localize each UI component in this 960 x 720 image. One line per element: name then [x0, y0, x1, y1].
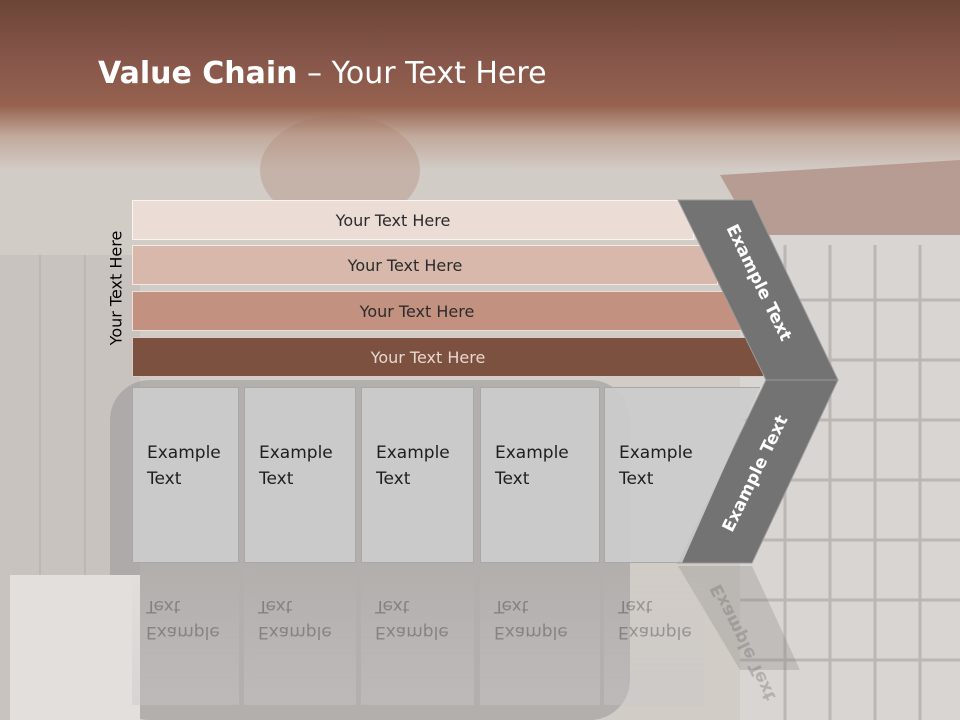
- reflection-line-1: Example: [618, 622, 692, 642]
- value-box-2: Example Text: [244, 387, 356, 563]
- value-box-4: Example Text: [480, 387, 600, 563]
- value-bar-3: Your Text Here: [132, 291, 742, 331]
- reflection-line-2: Text: [618, 596, 653, 616]
- value-box-3: Example Text: [361, 387, 474, 563]
- value-bar-label: Your Text Here: [359, 301, 475, 321]
- value-bar-label: Your Text Here: [347, 255, 463, 275]
- header-band: [0, 0, 960, 170]
- value-bar-2: Your Text Here: [132, 245, 718, 285]
- reflection-line-1: Example: [146, 622, 220, 642]
- box-line-1: Example: [147, 443, 221, 463]
- value-bar-4: Your Text Here: [132, 337, 764, 377]
- chevron-reflection: [678, 566, 800, 670]
- reflection-line-2: Text: [375, 596, 410, 616]
- box-reflection-4: Example Text: [480, 565, 600, 705]
- box-line-2: Text: [495, 469, 530, 489]
- box-line-2: Text: [619, 469, 654, 489]
- title-rest: – Your Text Here: [297, 56, 547, 91]
- title-bold: Value Chain: [98, 56, 298, 91]
- reflection-line-2: Text: [494, 596, 529, 616]
- box-line-1: Example: [495, 443, 569, 463]
- reflection-line-1: Example: [258, 622, 332, 642]
- box-reflection-3: Example Text: [361, 565, 474, 705]
- box-line-2: Text: [259, 469, 294, 489]
- box-line-2: Text: [147, 469, 182, 489]
- reflection-line-2: Text: [258, 596, 293, 616]
- box-line-1: Example: [376, 443, 450, 463]
- box-reflection-1: Example Text: [132, 565, 239, 705]
- value-box-1: Example Text: [132, 387, 239, 563]
- slide-title: Value Chain – Your Text Here: [98, 56, 547, 91]
- value-bar-1: Your Text Here: [132, 200, 694, 240]
- value-bar-label: Your Text Here: [335, 210, 451, 230]
- box-reflection-2: Example Text: [244, 565, 356, 705]
- reflection-line-1: Example: [375, 622, 449, 642]
- box-line-1: Example: [619, 443, 693, 463]
- box-line-1: Example: [259, 443, 333, 463]
- box-line-2: Text: [376, 469, 411, 489]
- box-reflection-5: Example Text: [604, 565, 704, 705]
- reflection-line-1: Example: [494, 622, 568, 642]
- reflection-line-2: Text: [146, 596, 181, 616]
- value-bar-label: Your Text Here: [370, 347, 486, 367]
